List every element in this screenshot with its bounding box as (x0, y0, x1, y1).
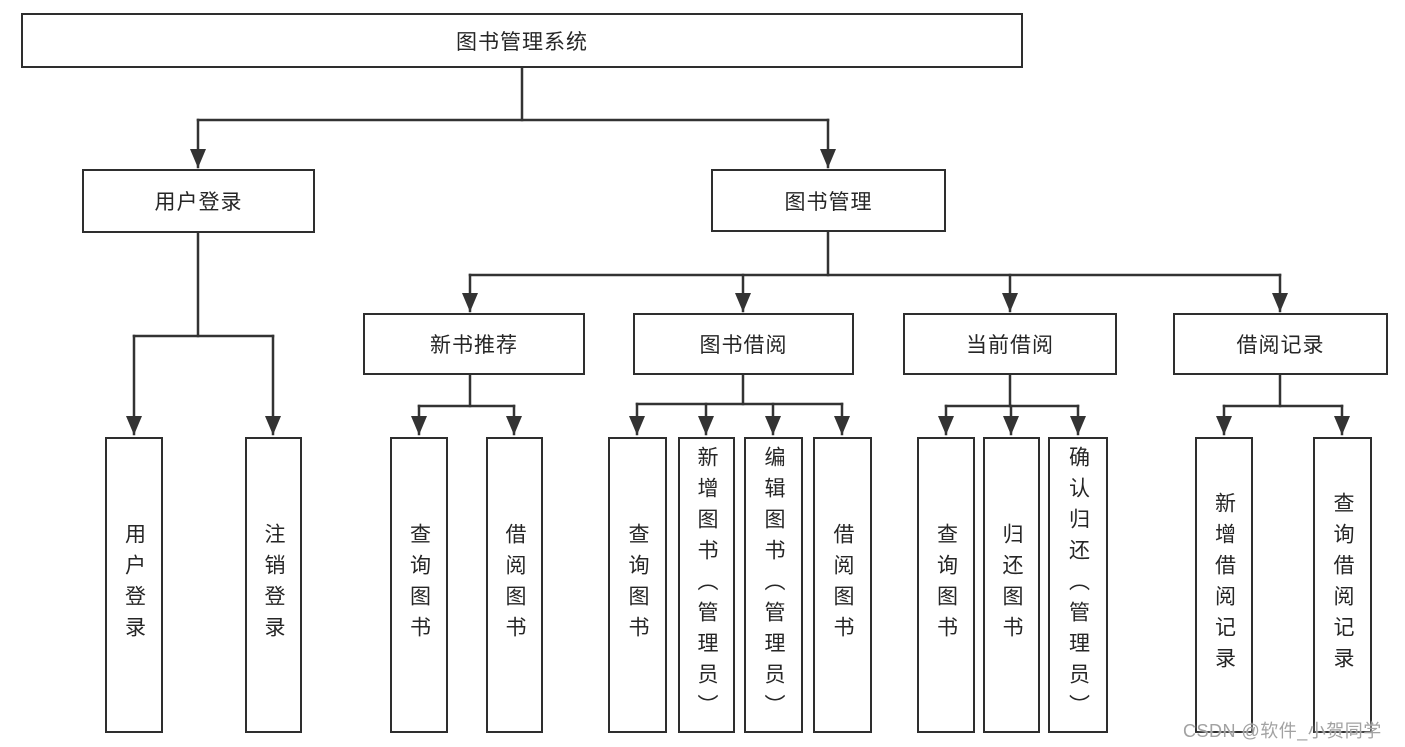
node-label: 新增图书（管理员） (695, 445, 718, 725)
node-label: 借阅记录 (1236, 334, 1325, 357)
node-label: 借阅图书 (503, 523, 526, 647)
node-label: 借阅图书 (831, 523, 854, 647)
node-leaf-add-borrow-record: 新增借阅记录 (1195, 437, 1253, 733)
node-label: 查询图书 (934, 523, 958, 647)
node-label: 新书推荐 (430, 334, 518, 357)
node-user-login: 用户登录 (82, 169, 315, 233)
node-leaf-query-books-recommend: 查询图书 (390, 437, 448, 733)
node-label: 注销登录 (262, 523, 285, 647)
node-label: 新增借阅记录 (1212, 492, 1236, 678)
node-current-borrowing: 当前借阅 (903, 313, 1117, 375)
node-leaf-return-book: 归还图书 (983, 437, 1040, 733)
node-library-management-system: 图书管理系统 (21, 13, 1023, 68)
node-label: 确认归还（管理员） (1066, 445, 1090, 725)
node-label: 查询图书 (407, 523, 431, 647)
node-leaf-logout: 注销登录 (245, 437, 302, 733)
node-label: 归还图书 (1000, 523, 1023, 647)
node-label: 用户登录 (122, 523, 146, 647)
node-new-book-recommendation: 新书推荐 (363, 313, 585, 375)
node-leaf-borrow-books-borrowing: 借阅图书 (813, 437, 872, 733)
node-label: 查询图书 (626, 523, 649, 647)
node-label: 编辑图书（管理员） (762, 445, 785, 725)
node-leaf-add-book-admin: 新增图书（管理员） (678, 437, 735, 733)
csdn-watermark: CSDN @软件_小贺同学 (1183, 721, 1382, 741)
node-leaf-confirm-return-admin: 确认归还（管理员） (1048, 437, 1108, 733)
node-label: 当前借阅 (966, 334, 1054, 357)
node-leaf-user-login: 用户登录 (105, 437, 163, 733)
node-label: 查询借阅记录 (1331, 492, 1354, 678)
node-label: 图书管理 (784, 190, 873, 214)
node-leaf-query-books-current: 查询图书 (917, 437, 975, 733)
node-label: 用户登录 (154, 191, 243, 214)
node-label: 图书管理系统 (456, 30, 588, 54)
node-leaf-query-borrow-record: 查询借阅记录 (1313, 437, 1372, 733)
node-label: 图书借阅 (699, 334, 788, 357)
node-book-management: 图书管理 (711, 169, 946, 232)
node-leaf-borrow-books-recommend: 借阅图书 (486, 437, 543, 733)
node-leaf-query-books-borrowing: 查询图书 (608, 437, 667, 733)
node-book-borrowing: 图书借阅 (633, 313, 854, 375)
node-leaf-edit-book-admin: 编辑图书（管理员） (744, 437, 803, 733)
node-borrowing-records: 借阅记录 (1173, 313, 1388, 375)
